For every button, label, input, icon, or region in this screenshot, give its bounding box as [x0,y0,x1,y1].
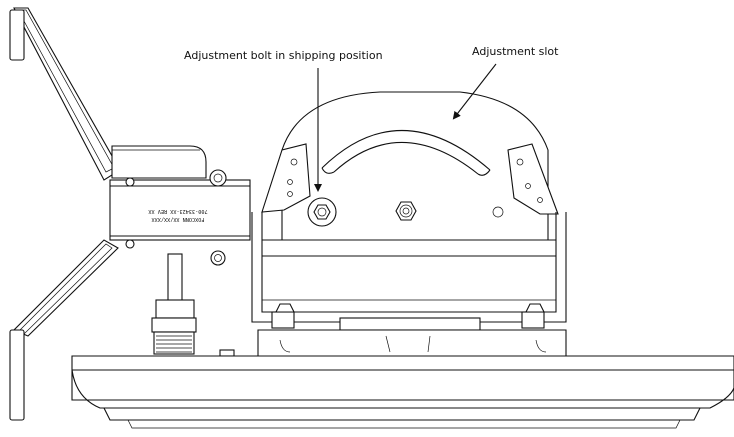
upper-antenna-panel [9,7,121,181]
u-bracket [251,212,567,331]
center-bracket: 700-33423-XX REV XX FOXCONN XX/XX/XXX [109,169,251,266]
bolt-callout-label: Adjustment bolt in shipping position [184,49,383,62]
mount-feet [257,329,567,357]
lower-antenna-panel [9,239,119,421]
bracket-label-line1: 700-33423-XX REV XX [147,208,207,214]
bracket-label-line2: FOXCONN XX/XX/XXX [151,216,205,222]
bolt-callout: Adjustment bolt in shipping position [184,49,383,192]
right-side-tab [507,143,559,215]
slot-callout-label: Adjustment slot [472,45,559,58]
post-and-gland [151,253,235,357]
pivot-bolt [395,201,417,221]
left-side-tab [261,143,311,213]
slot-callout: Adjustment slot [452,45,559,120]
hinge-block [111,145,207,179]
shipping-bolt [307,197,337,227]
rotating-plate [281,91,549,241]
base-enclosure [71,355,734,429]
